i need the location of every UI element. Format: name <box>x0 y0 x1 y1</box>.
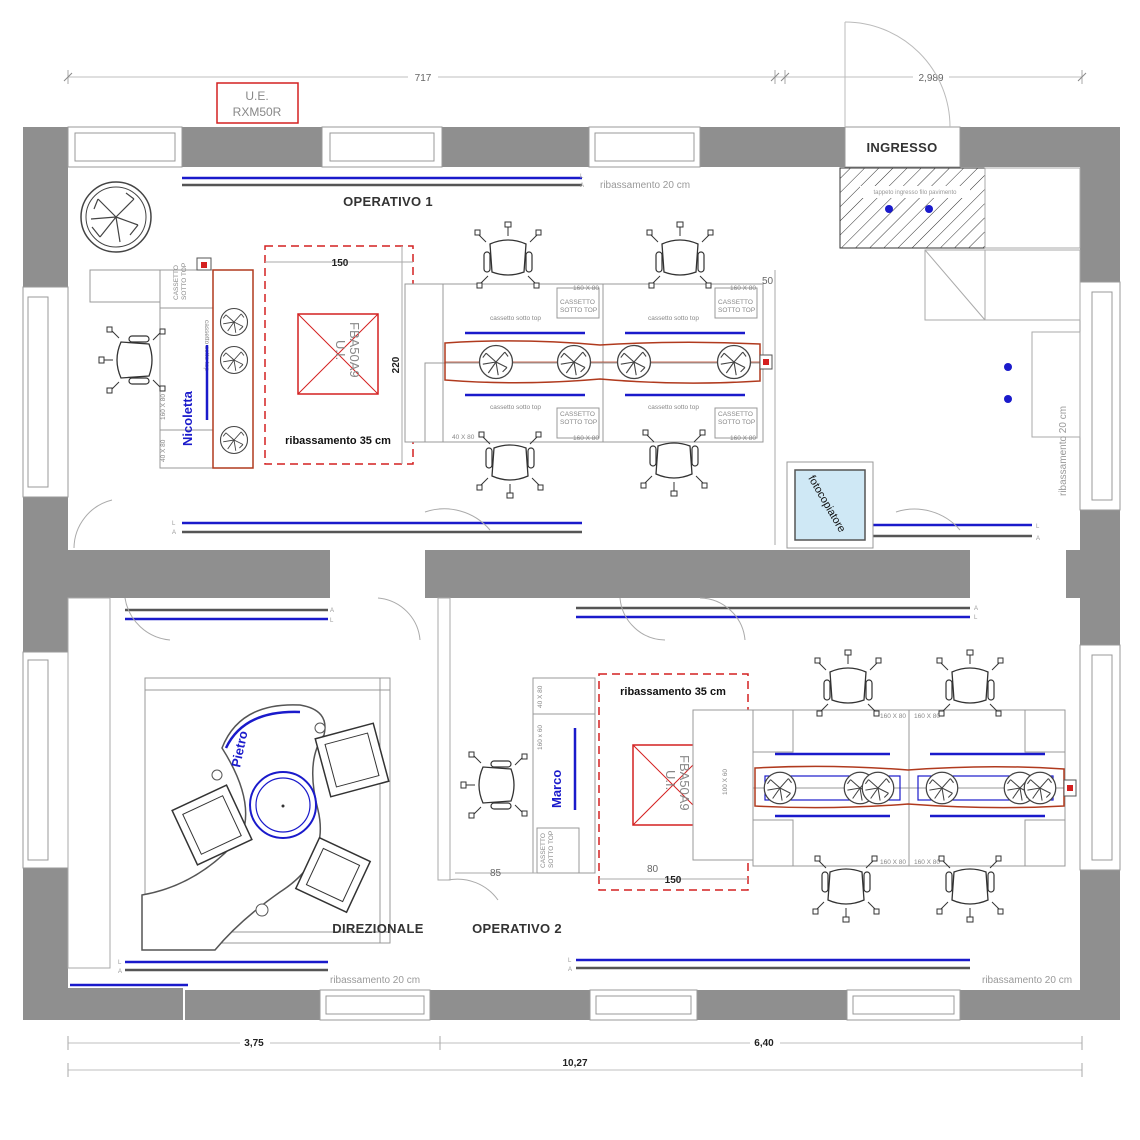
svg-text:ribassamento 20 cm: ribassamento 20 cm <box>330 975 420 986</box>
svg-text:FBA50A9: FBA50A9 <box>677 755 692 811</box>
svg-text:CASSETTO: CASSETTO <box>540 833 547 868</box>
svg-text:L: L <box>568 958 572 964</box>
svg-text:85: 85 <box>490 868 502 879</box>
svg-text:CASSETTO: CASSETTO <box>718 411 753 418</box>
plant-icon <box>80 181 152 253</box>
person-nicoletta: Nicoletta <box>180 390 195 446</box>
outdoor-unit-model: RXM50R <box>233 105 282 119</box>
dim-top-left: 717 <box>415 73 432 84</box>
svg-text:CASSETTO: CASSETTO <box>173 265 180 300</box>
room-label-operativo-1: OPERATIVO 1 <box>343 194 433 209</box>
svg-text:A: A <box>1036 536 1040 542</box>
svg-text:160 X 80: 160 X 80 <box>880 713 906 720</box>
svg-text:160 X 80: 160 X 80 <box>573 435 599 442</box>
svg-text:SOTTO TOP: SOTTO TOP <box>560 419 597 426</box>
svg-text:150: 150 <box>332 258 349 269</box>
entrance-area: INGRESSO tappeto ingresso filo pavimento <box>839 21 1081 321</box>
svg-text:A: A <box>974 606 978 612</box>
svg-text:L: L <box>580 174 584 180</box>
svg-text:CASSETTO: CASSETTO <box>560 411 595 418</box>
doors-op1 <box>73 499 961 901</box>
ceiling-lowering-op1: 150 220 ribassamento 35 cm U.I. FBA50A9 <box>264 245 414 465</box>
op1-right-area: ribassamento 20 cm <box>1004 331 1081 496</box>
dim-bottom-right: 6,40 <box>754 1038 774 1049</box>
svg-text:160 X 80: 160 X 80 <box>880 859 906 866</box>
svg-text:U.I.: U.I. <box>663 770 678 790</box>
svg-text:220: 220 <box>391 356 402 373</box>
svg-text:cassetto sotto top: cassetto sotto top <box>490 404 541 411</box>
svg-text:40 X 80: 40 X 80 <box>452 434 475 441</box>
svg-text:100 X 60: 100 X 60 <box>722 769 729 795</box>
svg-text:ribassamento 20 cm: ribassamento 20 cm <box>982 975 1072 986</box>
svg-text:L: L <box>330 618 334 624</box>
operativo-2-room: OPERATIVO 2 ribassamento 20 cm CASSETTO … <box>455 649 1077 986</box>
svg-text:160 X 80: 160 X 80 <box>730 435 756 442</box>
svg-text:A: A <box>118 969 122 975</box>
duct-letters: L A L A L A A L A L L A L A <box>118 174 1040 975</box>
svg-text:160 X 80: 160 X 80 <box>730 285 756 292</box>
svg-text:L: L <box>974 615 978 621</box>
entrance-mat-label: tappeto ingresso filo pavimento <box>873 190 957 196</box>
room-label-direzionale: DIREZIONALE <box>332 921 423 936</box>
svg-text:CASSETTO: CASSETTO <box>718 299 753 306</box>
svg-text:40 X 80: 40 X 80 <box>537 685 544 708</box>
svg-text:L: L <box>172 521 176 527</box>
svg-text:40 X 80: 40 X 80 <box>160 439 167 462</box>
outer-walls <box>23 127 1120 1020</box>
svg-text:cassetto sotto top: cassetto sotto top <box>648 404 699 411</box>
room-label-operativo-2: OPERATIVO 2 <box>472 921 562 936</box>
svg-text:160 X 80: 160 X 80 <box>914 859 940 866</box>
svg-text:ribassamento 20 cm: ribassamento 20 cm <box>1058 406 1069 496</box>
svg-text:SOTTO TOP: SOTTO TOP <box>718 419 755 426</box>
svg-text:U.I.: U.I. <box>333 340 348 360</box>
outdoor-unit-label: U.E. <box>245 89 268 103</box>
dim-bottom-left: 3,75 <box>244 1038 264 1049</box>
svg-text:80: 80 <box>647 864 659 875</box>
dim-bottom-total: 10,27 <box>562 1058 587 1069</box>
svg-text:160 X 80: 160 X 80 <box>573 285 599 292</box>
ac-ducts <box>70 176 1032 987</box>
svg-text:FBA50A9: FBA50A9 <box>347 322 362 378</box>
svg-text:cassetto sotto top: cassetto sotto top <box>490 315 541 322</box>
svg-text:A: A <box>568 967 572 973</box>
direzionale-room: Pietro DIREZIONALE ribassamento 20 cm <box>141 677 423 986</box>
dim-top-right: 2,989 <box>918 73 943 84</box>
svg-text:SOTTO TOP: SOTTO TOP <box>718 307 755 314</box>
outdoor-unit-box: U.E. RXM50R <box>216 82 299 124</box>
svg-text:CASSETTO: CASSETTO <box>560 299 595 306</box>
svg-text:SOTTO TOP: SOTTO TOP <box>548 831 555 868</box>
svg-text:A: A <box>330 608 334 614</box>
svg-text:A: A <box>580 183 584 189</box>
svg-text:SOTTO TOP: SOTTO TOP <box>181 263 188 300</box>
ceiling-note-op1: ribassamento 20 cm <box>600 180 690 191</box>
desk-nicoletta: CASSETTO SOTTO TOP cassetto sotto top 16… <box>89 257 254 469</box>
desk-cluster-op1: CASSETTO SOTTO TOP CASSETTO SOTTO TOP CA… <box>404 221 776 545</box>
svg-text:160 x 60: 160 x 60 <box>537 725 544 750</box>
photocopier: fotocopiatore <box>786 461 874 549</box>
svg-text:150: 150 <box>665 875 682 886</box>
ceiling-note-35-op2: ribassamento 35 cm <box>620 686 726 698</box>
person-marco: Marco <box>549 770 564 808</box>
windows <box>22 126 1121 1021</box>
internal-walls <box>67 550 1080 969</box>
svg-text:160 X 80: 160 X 80 <box>914 713 940 720</box>
ceiling-note-35-op1: ribassamento 35 cm <box>285 435 391 447</box>
svg-text:50: 50 <box>762 276 774 287</box>
svg-text:SOTTO TOP: SOTTO TOP <box>560 307 597 314</box>
svg-text:160 X 80: 160 X 80 <box>160 394 167 420</box>
svg-text:L: L <box>1036 524 1040 530</box>
svg-text:cassetto sotto top: cassetto sotto top <box>648 315 699 322</box>
svg-text:A: A <box>172 530 176 536</box>
svg-text:L: L <box>118 960 122 966</box>
room-label-ingresso: INGRESSO <box>866 140 937 155</box>
bottom-dimension-lines: 3,75 6,40 10,27 <box>67 1036 1083 1077</box>
top-dimension-line: 717 2,989 <box>63 70 1087 84</box>
